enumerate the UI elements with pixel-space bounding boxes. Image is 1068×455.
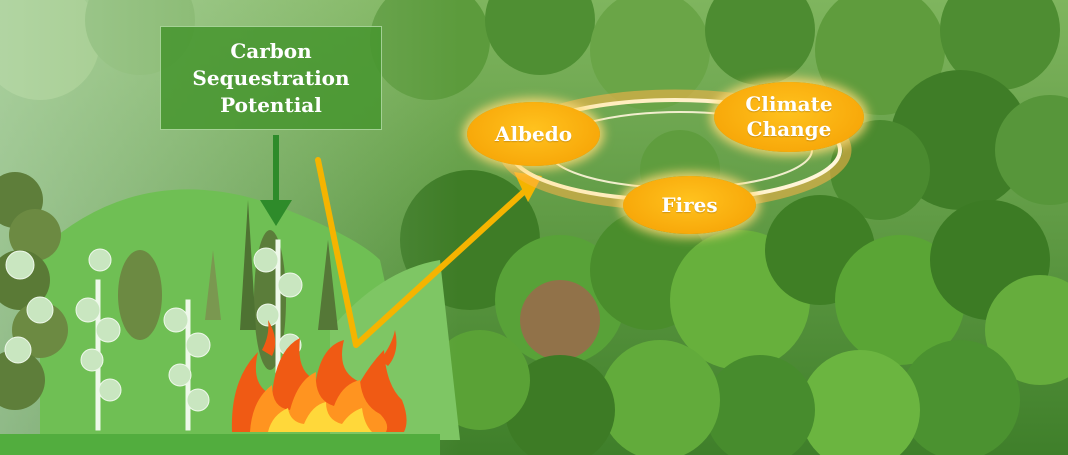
carbon-label-line-1: Carbon: [230, 38, 312, 63]
carbon-label-line-3: Potential: [220, 92, 322, 117]
fire-illustration: [231, 320, 407, 432]
climate-change-label-line-2: Change: [746, 117, 832, 141]
cartoon-trees: [4, 239, 303, 431]
climate-change-node: Climate Change: [714, 82, 864, 152]
ground-strip: [0, 434, 440, 455]
carbon-sequestration-box: Carbon Sequestration Potential: [160, 26, 382, 130]
carbon-label-line-2: Sequestration: [192, 65, 350, 90]
albedo-node: Albedo: [467, 102, 600, 166]
fires-node: Fires: [623, 176, 756, 234]
climate-change-label-line-1: Climate: [745, 92, 833, 116]
fires-label: Fires: [661, 192, 718, 217]
albedo-label: Albedo: [494, 121, 573, 146]
sequestration-arrow: [260, 135, 292, 226]
